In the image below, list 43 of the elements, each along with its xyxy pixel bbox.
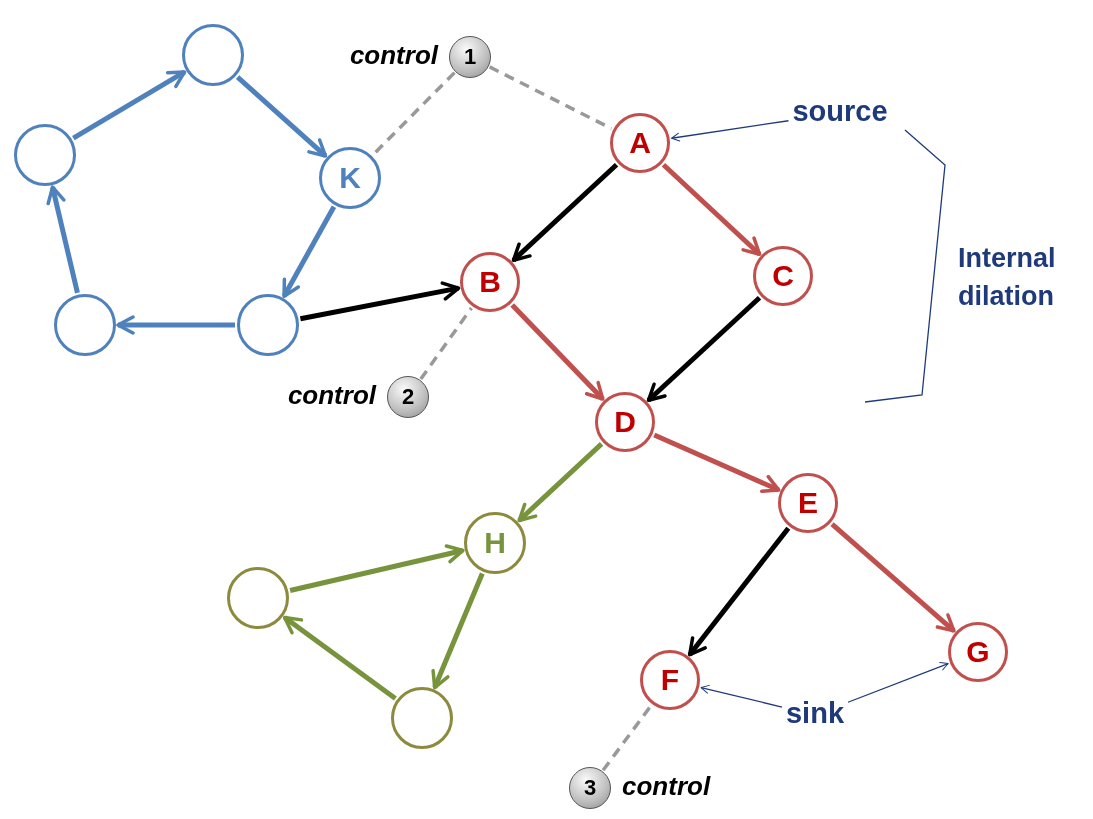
control-node: 1 [449, 36, 491, 78]
arrow [517, 441, 604, 523]
arrow [299, 281, 461, 322]
arrow [511, 162, 619, 263]
arrow [281, 205, 337, 298]
arrow [830, 522, 956, 633]
graph-node: D [595, 392, 655, 452]
dashed-line [372, 71, 456, 156]
empty-graph-node [182, 24, 244, 86]
annotation-label: source [792, 95, 888, 128]
bracket-label: Internal dilation [958, 242, 1057, 313]
arrow [431, 572, 485, 690]
graph-node: B [460, 252, 520, 312]
graph-node: H [464, 512, 526, 574]
arrow [235, 75, 328, 158]
arrow [687, 526, 791, 657]
control-node: 3 [569, 767, 611, 809]
arrow [671, 120, 790, 142]
annotation-label: sink [786, 697, 844, 730]
graph-node: F [640, 650, 700, 710]
arrow [646, 295, 762, 403]
arrow [653, 432, 781, 494]
control-label: control [349, 40, 438, 71]
arrow [289, 544, 465, 593]
arrow [282, 615, 397, 701]
arrow [510, 303, 605, 401]
graph-node: A [610, 113, 670, 173]
arrow [116, 315, 235, 335]
graph-node: K [319, 147, 381, 209]
arrow [46, 185, 80, 294]
graph-node: G [948, 622, 1008, 682]
arrow [847, 662, 949, 703]
arrow [661, 162, 762, 257]
control-label: control [287, 380, 376, 411]
graph-node: C [753, 246, 813, 306]
dashed-line [488, 65, 613, 131]
graph-node: E [778, 473, 838, 533]
dashed-line [419, 307, 473, 381]
dashed-line [601, 704, 653, 772]
control-node: 2 [387, 376, 429, 418]
arrow [700, 684, 783, 708]
control-label: control [622, 771, 711, 802]
arrow [72, 69, 187, 141]
